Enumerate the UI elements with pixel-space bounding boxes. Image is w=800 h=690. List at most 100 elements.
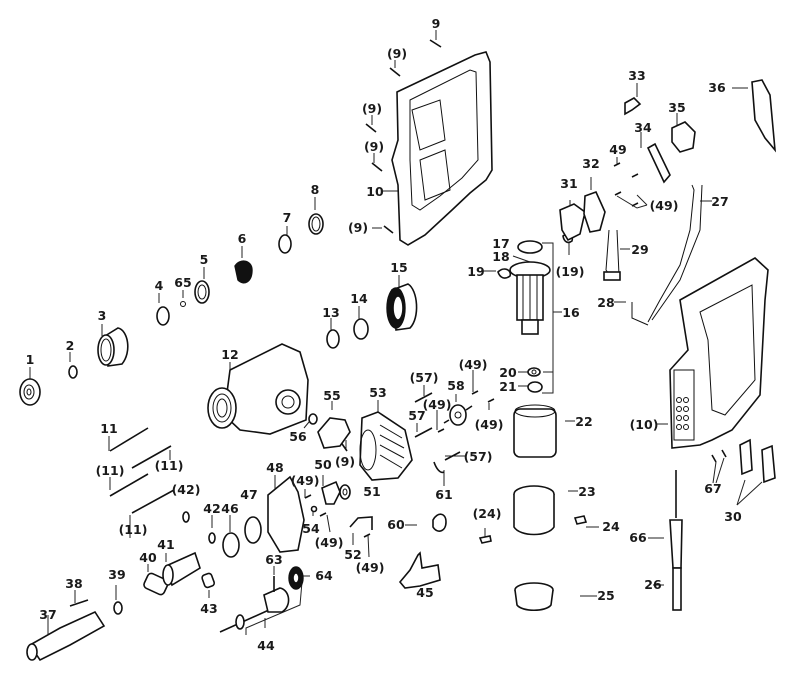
callout-17: 17 xyxy=(492,235,510,251)
part-1-cap xyxy=(19,378,41,406)
callout-29: 29 xyxy=(631,241,649,257)
callout-6: 6 xyxy=(237,230,247,246)
part-35-switch-block xyxy=(671,121,696,153)
callout-11-ref-b: (11) xyxy=(95,462,125,478)
callout-33: 33 xyxy=(628,67,646,83)
part-11-long-screws xyxy=(109,427,175,514)
callout-67: 67 xyxy=(704,480,722,496)
part-24-brush-a xyxy=(478,535,492,544)
callout-18: 18 xyxy=(492,248,510,264)
callout-34: 34 xyxy=(634,119,652,135)
part-29-connector xyxy=(603,271,621,281)
part-37-spindle xyxy=(26,610,106,662)
callout-28: 28 xyxy=(597,294,615,310)
callout-66: 66 xyxy=(629,529,647,545)
callout-40: 40 xyxy=(139,549,157,565)
part-47-washer xyxy=(244,516,262,544)
callout-35: 35 xyxy=(668,99,686,115)
callout-49-ref-d: (49) xyxy=(290,472,320,488)
callout-26: 26 xyxy=(644,576,662,592)
callout-37: 37 xyxy=(39,606,57,622)
part-22-stator xyxy=(513,404,557,458)
part-49-screws xyxy=(304,162,639,538)
callout-24: 24 xyxy=(602,518,620,534)
callout-48: 48 xyxy=(266,459,284,475)
callout-65: 65 xyxy=(174,274,192,290)
callout-42: 42 xyxy=(203,500,221,516)
part-36-cover xyxy=(751,79,777,153)
callout-9-ref-a: (9) xyxy=(386,45,408,61)
callout-49-ref-b: (49) xyxy=(422,396,452,412)
part-60-fan xyxy=(432,513,447,532)
part-32-switch xyxy=(583,190,606,233)
callout-57: 57 xyxy=(408,407,426,423)
part-10-housing-half xyxy=(391,51,493,246)
callout-39: 39 xyxy=(108,566,126,582)
part-57-screws xyxy=(414,392,461,461)
callout-9: 9 xyxy=(431,15,441,31)
callout-54: 54 xyxy=(302,520,320,536)
callout-14: 14 xyxy=(350,290,368,306)
part-58-bearing xyxy=(443,404,473,426)
part-7-washer xyxy=(278,234,292,254)
part-67-screws xyxy=(711,449,727,463)
part-5-ring xyxy=(194,280,210,304)
part-45-switch-bracket xyxy=(398,551,441,589)
callout-25: 25 xyxy=(597,587,615,603)
callout-43: 43 xyxy=(200,600,218,616)
part-29-wire xyxy=(605,229,613,279)
callout-36: 36 xyxy=(708,79,726,95)
callout-42-ref: (42) xyxy=(171,481,201,497)
part-53-intermediate-flange xyxy=(359,411,413,481)
callout-51: 51 xyxy=(363,483,381,499)
part-38-key xyxy=(69,599,89,607)
callout-27: 27 xyxy=(711,193,729,209)
callout-5: 5 xyxy=(199,251,209,267)
part-61-clip xyxy=(433,461,445,474)
callout-45: 45 xyxy=(416,584,434,600)
callout-49-ref-e: (49) xyxy=(314,534,344,550)
part-6-spring xyxy=(234,260,253,284)
part-65-ball xyxy=(180,301,186,307)
callout-47: 47 xyxy=(240,486,258,502)
callout-21: 21 xyxy=(499,378,517,394)
part-28-wire xyxy=(631,302,649,326)
callout-11-ref-c: (11) xyxy=(118,521,148,537)
part-20-bearing xyxy=(527,367,541,377)
callout-57-ref-b: (57) xyxy=(463,448,493,464)
callout-2: 2 xyxy=(65,337,75,353)
callout-49-ref-c: (49) xyxy=(474,416,504,432)
part-16-armature xyxy=(509,240,551,335)
part-50-plate xyxy=(321,480,341,505)
part-40-piston xyxy=(143,572,169,596)
callout-63: 63 xyxy=(265,551,283,567)
part-33-plug xyxy=(624,97,642,116)
callout-15: 15 xyxy=(390,259,408,275)
callout-24-ref: (24) xyxy=(472,505,502,521)
part-43-pin xyxy=(201,572,216,589)
part-15-bearing xyxy=(386,283,418,331)
part-55-selector-knob xyxy=(317,417,351,449)
part-26-power-cord xyxy=(672,567,682,611)
part-25-brush-ring xyxy=(514,582,554,612)
callout-52: 52 xyxy=(344,546,362,562)
part-19-brush-clip xyxy=(497,268,512,279)
part-shapes xyxy=(19,39,777,662)
part-66-cable-sleeve xyxy=(669,470,683,569)
callout-10: 10 xyxy=(366,183,384,199)
callout-60: 60 xyxy=(387,516,405,532)
callout-10-ref: (10) xyxy=(629,416,659,432)
callout-9-ref-e: (9) xyxy=(334,453,356,469)
callout-56: 56 xyxy=(289,428,307,444)
callout-11-ref-a: (11) xyxy=(154,457,184,473)
part-64-gear xyxy=(288,566,304,590)
callout-41: 41 xyxy=(157,536,175,552)
callout-38: 38 xyxy=(65,575,83,591)
part-10-housing-half-right xyxy=(669,257,769,449)
callout-9-ref-d: (9) xyxy=(347,219,369,235)
part-8-ring xyxy=(308,213,324,235)
callout-57-ref-a: (57) xyxy=(409,369,439,385)
part-14-oring xyxy=(353,318,369,340)
